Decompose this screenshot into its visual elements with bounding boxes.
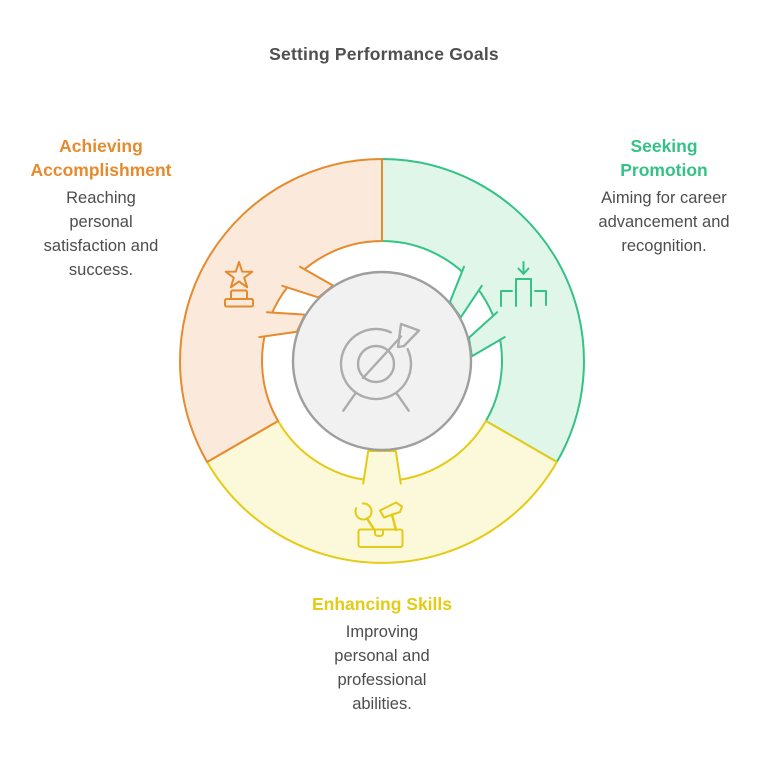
- segment-description-promotion: Aiming for career advancement and recogn…: [598, 189, 730, 256]
- toolbox-icon: [374, 528, 384, 537]
- trophy-icon: [224, 261, 254, 289]
- segment-band-skills: [206, 420, 558, 564]
- segment-heading-accomplishment: Achieving Accomplishment: [30, 136, 172, 181]
- podium-icon: [534, 290, 547, 306]
- label-block-skills: Enhancing Skills Improving personal and …: [282, 592, 482, 717]
- segment-description-accomplishment: Reaching personal satisfaction and succe…: [43, 189, 159, 280]
- segment-heading-promotion: Seeking Promotion: [620, 136, 708, 181]
- podium-icon: [500, 290, 513, 307]
- toolbox-icon: [379, 501, 403, 519]
- podium-icon: [515, 278, 532, 307]
- target-dart-icon: [356, 344, 396, 384]
- segment-description-skills: Improving personal and professional abil…: [334, 623, 430, 713]
- target-dart-icon: [339, 327, 413, 401]
- toolbox-icon: [357, 528, 404, 548]
- target-dart-icon: [396, 322, 421, 349]
- podium-icon: [517, 267, 530, 275]
- label-block-accomplishment: Achieving Accomplishment Reaching person…: [8, 134, 194, 283]
- toolbox-icon: [390, 513, 398, 532]
- label-block-promotion: Seeking Promotion Aiming for career adva…: [570, 134, 758, 259]
- target-dart-icon: [394, 391, 410, 412]
- segment-heading-skills: Enhancing Skills: [311, 594, 453, 614]
- center-disc: [291, 270, 473, 452]
- target-dart-icon: [342, 391, 358, 412]
- trophy-icon: [224, 298, 254, 308]
- target-dart-icon: [361, 335, 403, 380]
- segment-connector-skills: [362, 450, 402, 485]
- page-title: Setting Performance Goals: [269, 44, 499, 64]
- toolbox-icon: [365, 517, 376, 532]
